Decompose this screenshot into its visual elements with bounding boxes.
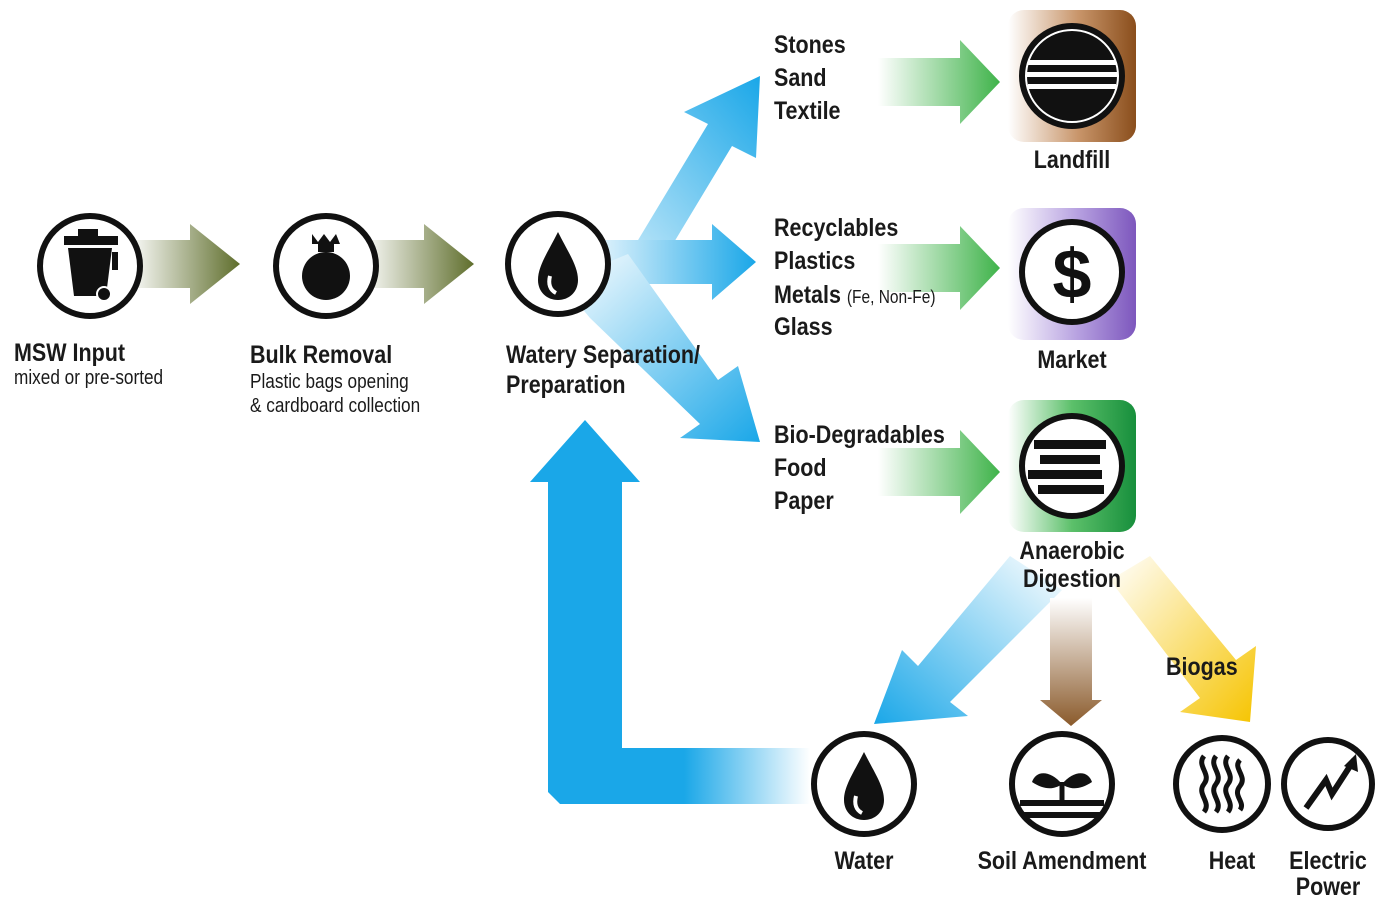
arrow-digestion-to-biogas — [1110, 556, 1256, 722]
garbage-bag-icon — [273, 213, 379, 319]
recyclables-heading: Recyclables — [774, 214, 899, 242]
landfill-label: Landfill — [1033, 146, 1111, 174]
metals-label: Metals — [774, 281, 841, 309]
bulk-removal-title: Bulk Removal — [250, 341, 393, 369]
digester-icon — [1019, 413, 1125, 519]
water-label: Water — [834, 847, 894, 875]
digestion-label-line2: Digestion — [1023, 565, 1121, 593]
market-label: Market — [1037, 346, 1107, 374]
landfill-icon — [1019, 23, 1125, 129]
sprout-icon — [1009, 731, 1115, 837]
trash-bin-icon — [37, 213, 143, 319]
metals-note: (Fe, Non-Fe) — [846, 287, 936, 307]
arrow-digestion-to-soil — [1040, 598, 1102, 726]
svg-text:$: $ — [1053, 235, 1092, 313]
electric-power-label-line1: Electric — [1289, 847, 1367, 875]
separation-label-line2: Preparation — [506, 371, 626, 399]
arrow-msw-to-bulk — [128, 224, 240, 304]
inert-item-stones: Stones — [774, 31, 846, 59]
bio-item-paper: Paper — [774, 487, 834, 515]
arrow-digestion-to-water — [874, 556, 1062, 724]
lightning-icon — [1281, 737, 1375, 831]
inert-item-sand: Sand — [774, 64, 827, 92]
heat-waves-icon — [1173, 735, 1271, 833]
bio-item-food: Food — [774, 454, 827, 482]
heat-label: Heat — [1208, 847, 1256, 875]
arrow-water-loop — [530, 420, 810, 804]
arrow-inert-to-landfill — [878, 40, 1000, 124]
biogas-label: Biogas — [1166, 653, 1238, 681]
bulk-removal-subtitle-line2: & cardboard collection — [250, 395, 421, 417]
dollar-icon: $ — [1019, 219, 1125, 325]
msw-input-title: MSW Input — [14, 339, 126, 367]
arrows — [128, 40, 1256, 804]
electric-power-label-line2: Power — [1295, 873, 1361, 901]
arrow-separation-to-bio — [560, 254, 760, 442]
msw-input-subtitle: mixed or pre-sorted — [14, 367, 164, 389]
soil-amendment-label: Soil Amendment — [977, 847, 1147, 875]
inert-item-textile: Textile — [774, 97, 841, 125]
water-drop-icon — [505, 211, 611, 317]
recyclables-item-glass: Glass — [774, 313, 833, 341]
arrow-separation-to-inert — [560, 76, 760, 312]
water-output-drop-icon — [811, 731, 917, 837]
arrow-bulk-to-separation — [362, 224, 474, 304]
digestion-label-line1: Anaerobic — [1019, 537, 1125, 565]
arrow-recyclables-to-market — [878, 226, 1000, 310]
recyclables-item-plastics: Plastics — [774, 247, 856, 275]
bulk-removal-subtitle-line1: Plastic bags opening — [250, 371, 409, 393]
separation-label-line1: Watery Separation/ — [506, 341, 700, 369]
arrow-bio-to-digestion — [878, 430, 1000, 514]
recyclables-item-metals: Metals (Fe, Non-Fe) — [774, 280, 936, 313]
bio-heading: Bio-Degradables — [774, 421, 945, 449]
